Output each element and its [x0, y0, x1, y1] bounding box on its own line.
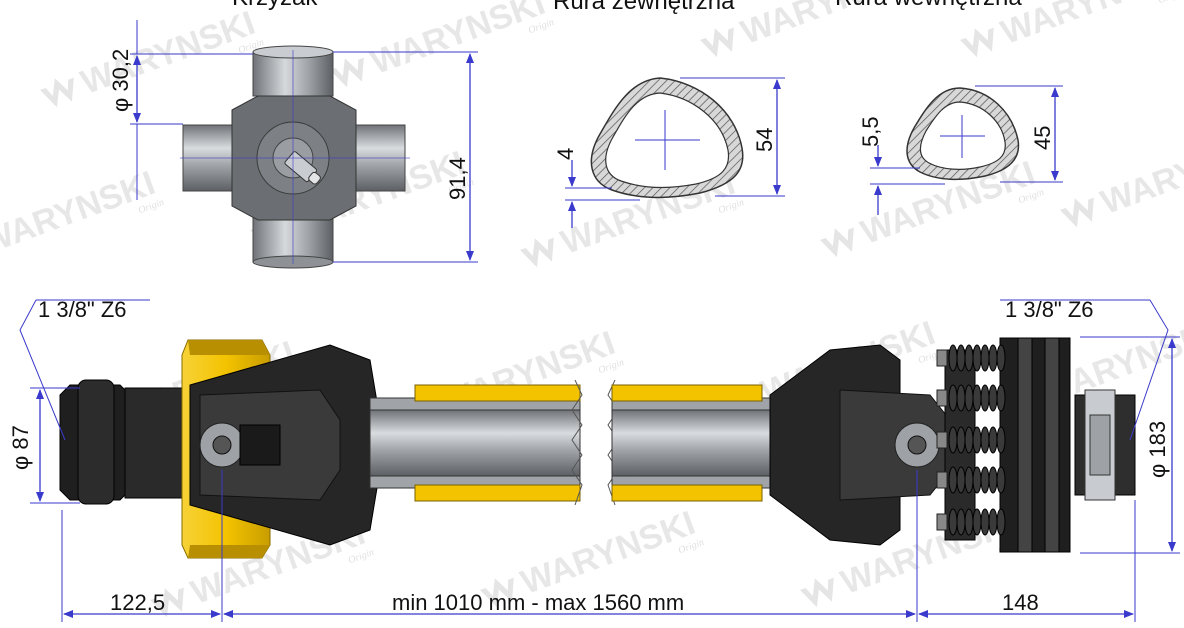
spring — [936, 466, 1006, 494]
svg-text:WARYNSKI: WARYNSKI — [366, 0, 550, 82]
cross-joint-drawing — [130, 20, 478, 269]
inner-height-label: 45 — [1030, 125, 1055, 150]
spline-left-label: 1 3/8" Z6 — [38, 297, 127, 322]
length-left-label: 122,5 — [110, 590, 166, 615]
diameter-right-label: φ 183 — [1145, 420, 1170, 478]
length-mid-label: min 1010 mm - max 1560 mm — [392, 590, 685, 615]
clutch-springs — [936, 344, 1006, 536]
spring — [936, 384, 1006, 412]
svg-text:WARYNSKI: WARYNSKI — [1096, 124, 1184, 222]
cross-diameter-label: φ 30,2 — [108, 48, 133, 112]
title-outer-tube: Rura zewnętrzna — [553, 0, 735, 15]
outer-tube-profile — [565, 77, 785, 228]
svg-text:WARYNSKI: WARYNSKI — [76, 4, 260, 102]
spring — [936, 344, 1006, 372]
svg-text:WARYNSKI: WARYNSKI — [0, 164, 160, 262]
spring — [936, 426, 1006, 454]
length-right-label: 148 — [1002, 590, 1039, 615]
title-inner-tube: Rura wewnętrzna — [835, 0, 1022, 12]
svg-text:Origin: Origin — [1157, 0, 1184, 6]
inner-tube-profile — [870, 85, 1063, 215]
spline-right-label: 1 3/8" Z6 — [1005, 297, 1094, 322]
outer-height-label: 54 — [752, 127, 777, 152]
pto-shaft-drawing — [19, 299, 1180, 622]
cross-length-label: 91,4 — [445, 157, 470, 200]
title-cross: Krzyżak — [232, 0, 317, 12]
diameter-left-label: φ 87 — [8, 425, 33, 470]
inner-wall-label: 5,5 — [858, 116, 883, 147]
spring — [936, 508, 1006, 536]
svg-text:WARYNSKI: WARYNSKI — [516, 504, 700, 602]
svg-text:WARYNSKI: WARYNSKI — [996, 0, 1180, 52]
outer-wall-label: 4 — [553, 147, 578, 160]
